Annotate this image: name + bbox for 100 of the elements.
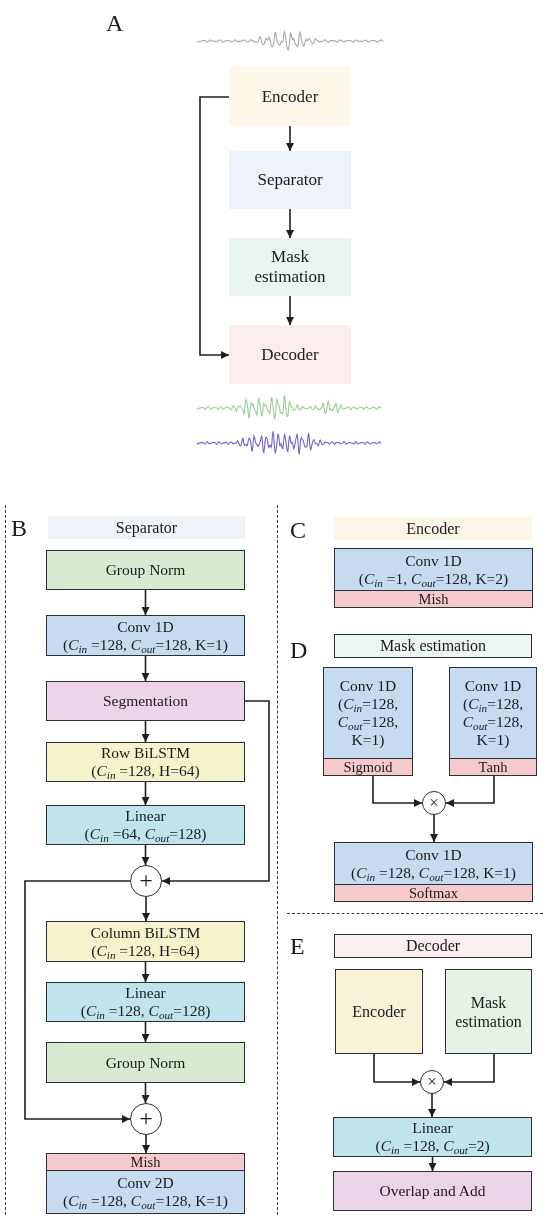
stage-label: Mask estimation <box>253 247 327 287</box>
section-title: Encoder <box>406 519 460 538</box>
layer-name: Linear <box>125 984 166 1002</box>
layer-box <box>323 667 413 759</box>
arrow <box>141 589 150 616</box>
layer-box <box>334 842 533 885</box>
arrow <box>141 655 150 682</box>
layer-params: (C$_{in}$ =128, C$_{out}$=128, K=1) <box>351 863 516 882</box>
arrow <box>141 844 150 866</box>
layer-box <box>46 921 245 962</box>
arrow <box>141 961 150 983</box>
layer-name: Linear <box>125 807 166 825</box>
stage-box <box>229 67 351 126</box>
activation-label: Tanh <box>478 760 508 774</box>
section-header <box>334 934 532 958</box>
stage-box <box>229 325 351 384</box>
layer-name: Row BiLSTM <box>100 744 191 762</box>
arrow <box>286 295 294 326</box>
activation-band <box>449 759 537 776</box>
section-header <box>334 517 532 540</box>
layer-params: (C$_{in}$ =128, C$_{out}$=128, K=1) <box>63 635 228 654</box>
elbow-arrow <box>161 700 270 885</box>
stage-box <box>229 238 351 296</box>
stage-label: Separator <box>257 170 323 190</box>
operator-sign: × <box>429 793 439 811</box>
arrow <box>286 125 294 152</box>
panel-letter: B <box>11 516 27 540</box>
module-box <box>335 969 423 1054</box>
panel-letter: A <box>106 11 124 35</box>
layer-box <box>46 681 245 721</box>
arrow <box>141 781 150 806</box>
layer-name: Conv 1D <box>405 845 462 864</box>
arrow <box>286 208 294 239</box>
layer-name: Conv 1D <box>405 551 462 570</box>
arrow <box>141 1082 150 1104</box>
elbow-arrow <box>199 96 230 359</box>
section-header <box>334 634 532 658</box>
layer-box <box>334 548 533 591</box>
arrow <box>430 814 438 843</box>
activation-label: Softmax <box>408 886 459 900</box>
layer-params: (C$_{in}$ =128, C$_{out}$=128) <box>80 1002 211 1020</box>
layer-box <box>46 550 245 590</box>
panel-letter: E <box>290 934 305 958</box>
layer-name: Segmentation <box>102 692 189 710</box>
activation-band <box>334 591 533 608</box>
layer-params: (C$_{in}$ =128, C$_{out}$=2) <box>375 1137 490 1155</box>
arrow <box>141 1021 150 1043</box>
layer-box <box>449 667 537 759</box>
layer-params: (C$_{in}$ =128, H=64) <box>91 762 200 780</box>
layer-name: Linear <box>412 1119 453 1137</box>
layer-params: (C$_{in}$ =128, H=64) <box>91 941 200 960</box>
layer-name: Conv 1D <box>117 617 174 636</box>
stage-box <box>229 151 351 209</box>
layer-params: (C$_{in}$ =64, C$_{out}$=128) <box>84 825 207 843</box>
layer-box <box>46 742 245 782</box>
layer-name: Overlap and Add <box>379 1182 486 1200</box>
activation-band <box>323 759 413 776</box>
elbow-arrow <box>373 1053 421 1086</box>
arrow <box>428 1156 437 1172</box>
layer-params: (C$_{in}$ =1, C$_{out}$=128, K=2) <box>358 569 509 588</box>
layer-name: Conv 1D <box>339 677 397 695</box>
layer-params: (C$_{in}$ =128, C$_{out}$=128, K=1) <box>63 1192 228 1210</box>
operator-sign: + <box>139 868 153 892</box>
section-title: Decoder <box>405 937 461 955</box>
layer-box <box>46 1042 245 1083</box>
layer-box <box>46 1171 245 1214</box>
layer-name: Group Norm <box>105 561 186 579</box>
operator-circle <box>130 865 162 897</box>
layer-name: Column BiLSTM <box>90 923 201 942</box>
layer-box <box>46 615 245 656</box>
operator-circle <box>422 791 446 815</box>
module-label: Mask estimation <box>454 992 523 1031</box>
activation-label: Mish <box>130 1155 161 1169</box>
elbow-arrow <box>443 1053 495 1086</box>
operator-sign: × <box>427 1072 437 1090</box>
activation-band <box>46 1153 245 1171</box>
layer-name: Conv 1D <box>464 677 522 695</box>
section-title: Separator <box>115 518 178 537</box>
elbow-arrow <box>372 775 423 807</box>
layer-params: (C$_{in}$=128, C$_{out}$=128, K=1) <box>336 695 400 749</box>
activation-label: Mish <box>418 592 449 606</box>
arrow <box>142 1134 150 1154</box>
layer-name: Conv 2D <box>117 1174 174 1192</box>
elbow-arrow <box>24 880 131 1123</box>
section-title: Mask estimation <box>379 637 487 655</box>
arrow <box>428 1093 436 1118</box>
layer-box <box>333 1117 532 1157</box>
activation-band <box>334 885 533 902</box>
arrow <box>141 720 150 743</box>
layer-name: Group Norm <box>105 1053 186 1072</box>
elbow-arrow <box>445 775 495 807</box>
panel-letter: D <box>290 638 308 662</box>
layer-box <box>46 982 245 1022</box>
layer-box <box>46 805 245 845</box>
operator-circle <box>420 1070 444 1094</box>
panel-letter: C <box>290 518 306 542</box>
layer-params: (C$_{in}$=128, C$_{out}$=128, K=1) <box>461 695 525 749</box>
activation-label: Sigmoid <box>343 760 393 774</box>
operator-circle <box>130 1103 162 1135</box>
module-box <box>445 969 532 1054</box>
